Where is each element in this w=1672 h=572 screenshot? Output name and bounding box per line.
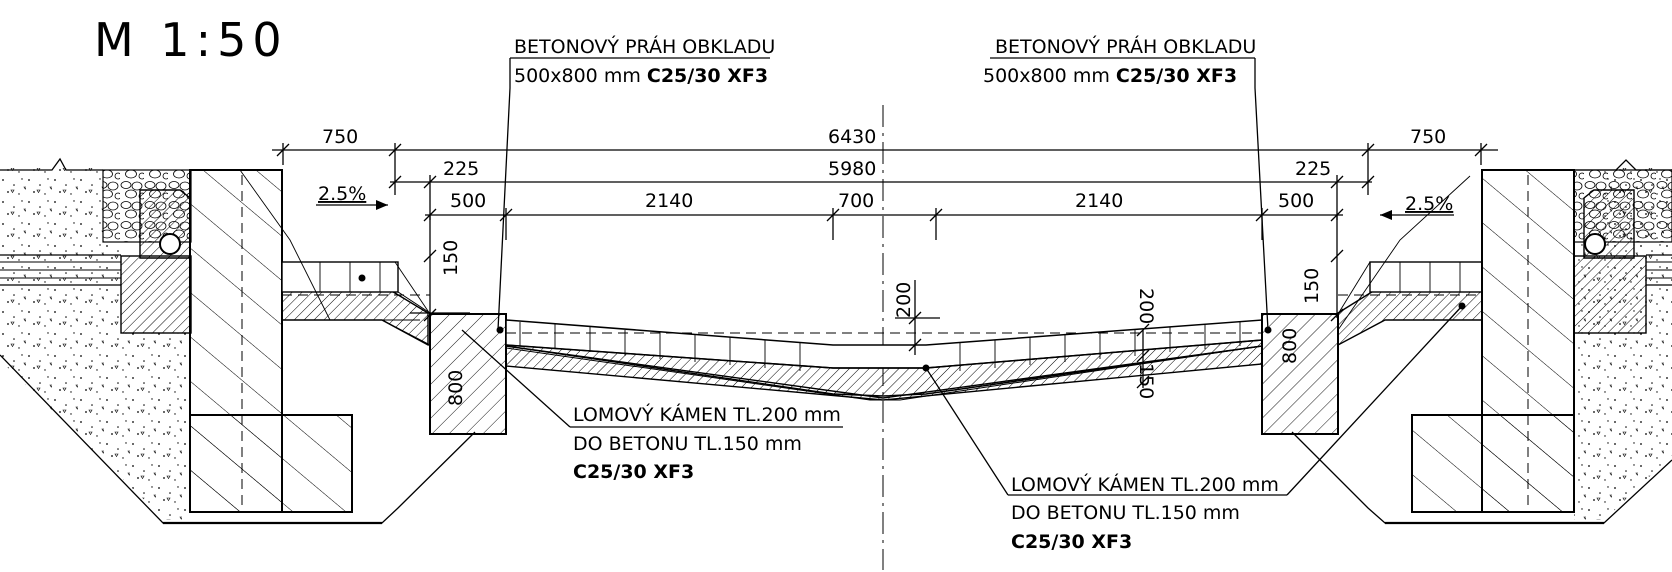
- right-slope-trace: [1337, 175, 1471, 345]
- right-sill-inner: [1261, 313, 1339, 435]
- left-slope-stone-top: [281, 261, 399, 293]
- dim-left-bank: 750: [322, 126, 358, 148]
- callout-stone-left-line3: C25/30 XF3: [573, 461, 694, 483]
- dim-bottom: 700: [838, 190, 874, 212]
- dim-right-slope: 2140: [1075, 190, 1123, 212]
- left-slope-point: [358, 274, 366, 282]
- right-slope-stone-top: [1369, 261, 1483, 293]
- left-slope-trace: [239, 169, 420, 321]
- callout-stone-left-line2: DO BETONU TL.150 mm: [573, 433, 802, 455]
- left-bank: [0, 157, 507, 525]
- right-drain-pipe: [1584, 233, 1606, 255]
- dim-right-sill-height: 800: [1279, 328, 1301, 364]
- callout-stone-right: LOMOVÝ KÁMEN TL.200 mm DO BETONU TL.150 …: [925, 305, 1463, 553]
- callout-stone-right-line3: C25/30 XF3: [1011, 531, 1132, 553]
- left-soil-fill: [0, 168, 190, 520]
- callout-sill-left-size: 500x800 mm: [514, 65, 647, 87]
- channel-bed: [496, 319, 1263, 401]
- dim-right-offset: 225: [1295, 158, 1331, 180]
- dim-left-sill-height: 800: [445, 370, 467, 406]
- callout-sill-right-grade: C25/30 XF3: [1116, 65, 1237, 87]
- left-foundation: [189, 414, 353, 513]
- right-geotextile: [1646, 254, 1672, 286]
- callout-sill-left-line1: BETONOVÝ PRÁH OBKLADU: [514, 35, 775, 58]
- right-sill: [1261, 313, 1339, 435]
- slope-right-label: 2.5%: [1405, 193, 1453, 215]
- left-footing-block: [120, 255, 192, 334]
- dim-depth-right: 200: [1135, 288, 1157, 324]
- dim-left-slope: 2140: [645, 190, 693, 212]
- scale-label: M 1:50: [94, 13, 288, 67]
- dim-total-width: 6430: [828, 126, 876, 148]
- callout-sill-right-size: 500x800 mm: [983, 65, 1116, 87]
- callout-sill-left: BETONOVÝ PRÁH OBKLADU 500x800 mm C25/30 …: [497, 35, 775, 331]
- dim-right-sill-top: 150: [1301, 268, 1323, 304]
- left-drain-pipe: [159, 233, 181, 255]
- dim-right-bank: 750: [1410, 126, 1446, 148]
- dim-right-sill: 500: [1278, 190, 1314, 212]
- callout-stone-left-line1: LOMOVÝ KÁMEN TL.200 mm: [573, 403, 841, 426]
- dim-concrete-right: 150: [1135, 363, 1157, 399]
- callout-stone-left: LOMOVÝ KÁMEN TL.200 mm DO BETONU TL.150 …: [461, 329, 843, 483]
- stone-joints: [519, 322, 1241, 371]
- callout-sill-right-line2: 500x800 mm C25/30 XF3: [983, 65, 1237, 87]
- callout-stone-right-line2: DO BETONU TL.150 mm: [1011, 502, 1240, 524]
- right-foundation: [1411, 414, 1575, 513]
- callout-sill-right-line1: BETONOVÝ PRÁH OBKLADU: [995, 35, 1256, 58]
- dim-inner-width: 5980: [828, 158, 876, 180]
- right-terrain-line: [1574, 159, 1672, 171]
- left-terrain-line: [0, 157, 103, 171]
- right-footing-block: [1573, 255, 1647, 334]
- right-bank: [1261, 159, 1672, 525]
- callout-sill-left-grade: C25/30 XF3: [647, 65, 768, 87]
- dimension-chain: [272, 143, 1498, 389]
- slope-left-label: 2.5%: [318, 183, 366, 205]
- dim-left-sill: 500: [450, 190, 486, 212]
- left-sill: [429, 313, 507, 435]
- callout-sill-left-line2: 500x800 mm C25/30 XF3: [514, 65, 768, 87]
- left-sill-inner: [429, 313, 507, 435]
- callout-stone-right-line1: LOMOVÝ KÁMEN TL.200 mm: [1011, 473, 1279, 496]
- dim-depth-center: 200: [893, 282, 915, 318]
- dim-left-sill-top: 150: [440, 240, 462, 276]
- left-slope-lining: [281, 289, 429, 347]
- callout-sill-right: BETONOVÝ PRÁH OBKLADU 500x800 mm C25/30 …: [983, 35, 1269, 331]
- dim-left-offset: 225: [443, 158, 479, 180]
- left-geotextile: [0, 254, 121, 286]
